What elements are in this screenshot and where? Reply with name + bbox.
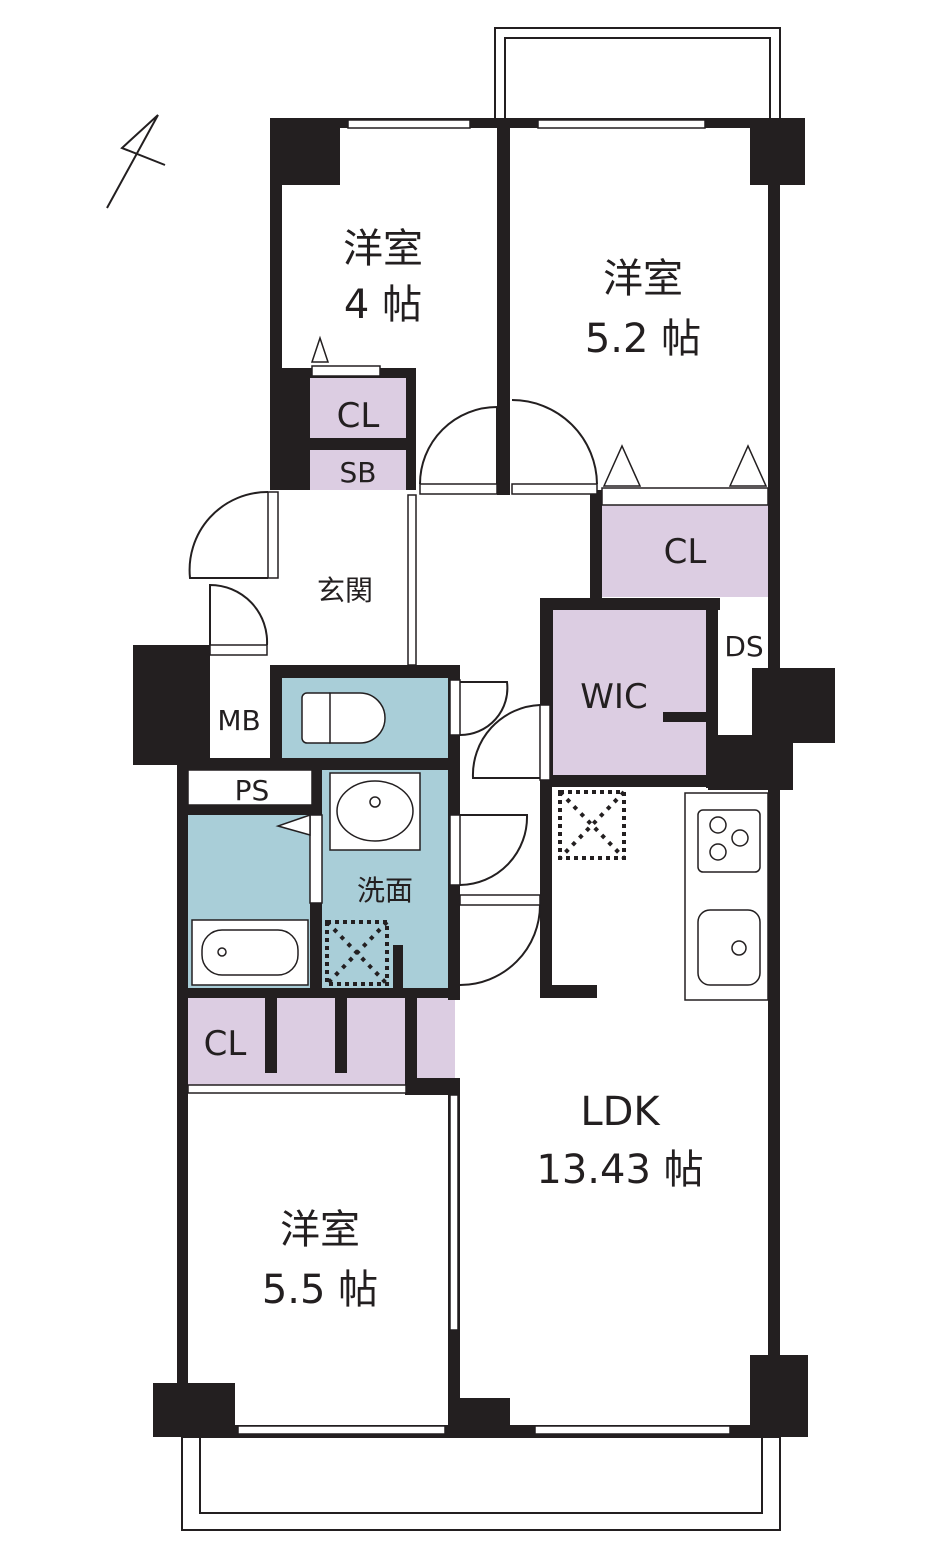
label-mb: MB: [217, 704, 260, 737]
windows: [187, 119, 769, 1435]
wall: [335, 998, 347, 1073]
wall: [405, 1078, 460, 1095]
window-or-door-leaf: [539, 704, 551, 781]
wall: [265, 998, 277, 1073]
wall: [270, 665, 455, 678]
ldk-door-swing: [459, 904, 541, 986]
refrigerator-space-icon: [558, 790, 626, 860]
wall: [393, 945, 403, 990]
north-arrow-icon: [106, 114, 166, 209]
balcony-top: [494, 27, 781, 121]
room-size-western-4: 4 帖: [344, 282, 422, 328]
window-or-door-leaf: [309, 814, 323, 904]
wall: [405, 998, 417, 1088]
washbasin-icon: [329, 772, 421, 851]
balcony-bottom: [181, 1436, 781, 1531]
label-cl-top: CL: [337, 396, 380, 436]
window-or-door-leaf: [267, 491, 279, 579]
wall: [188, 805, 312, 815]
kitchen-counter: [684, 792, 769, 1001]
window-or-door-leaf: [419, 483, 498, 495]
storage-areas: [188, 378, 768, 1085]
washer-pan-icon: [325, 920, 389, 986]
toilet-icon: [301, 692, 386, 744]
door-swing: [511, 399, 598, 485]
label-ps: PS: [235, 774, 270, 807]
room-size-western-52: 5.2 帖: [585, 316, 701, 362]
window-or-door-leaf: [449, 1094, 459, 1331]
wall: [177, 988, 460, 998]
pipe-space: [187, 769, 313, 806]
room-name-ldk: LDK: [580, 1089, 661, 1135]
wall: [312, 770, 322, 815]
wall: [497, 118, 510, 495]
wall: [270, 368, 310, 490]
toilet-door-swing: [459, 681, 509, 737]
washroom-door-swing: [459, 814, 529, 886]
bath-door-mark: [275, 813, 311, 836]
window-or-door-leaf: [537, 119, 706, 129]
window-or-door-leaf: [601, 487, 769, 506]
label-wic: WIC: [580, 677, 647, 717]
storage-area: [602, 505, 768, 597]
wall: [270, 665, 282, 760]
wic-door-swing: [471, 704, 541, 779]
window-or-door-leaf: [534, 1425, 731, 1435]
wall: [752, 668, 835, 743]
wall: [540, 598, 720, 610]
label-cl-bottom: CL: [204, 1024, 247, 1064]
label-cl-right: CL: [664, 532, 707, 572]
wall: [177, 765, 188, 1400]
wall: [177, 758, 460, 770]
label-sb: SB: [340, 456, 377, 489]
room-size-ldk: 13.43 帖: [536, 1147, 703, 1193]
storage-area: [310, 378, 406, 438]
label-washroom: 洗面: [357, 874, 413, 907]
mb-door-swing: [209, 583, 269, 646]
wall: [133, 645, 210, 765]
room-size-western-55: 5.5 帖: [262, 1267, 378, 1313]
wall: [663, 712, 706, 722]
window-or-door-leaf: [459, 894, 541, 906]
room-name-western-4: 洋室: [343, 226, 423, 272]
label-entrance: 玄関: [317, 574, 373, 607]
closet-door-marks: [310, 335, 768, 487]
wall: [406, 368, 416, 490]
storage-area: [553, 610, 706, 775]
window-or-door-leaf: [449, 679, 461, 736]
wall: [540, 985, 597, 998]
window-or-door-leaf: [209, 644, 268, 656]
window-or-door-leaf: [347, 119, 471, 129]
doors: [188, 335, 768, 986]
label-ds: DS: [724, 630, 763, 663]
door-swing: [419, 405, 498, 485]
storage-area: [310, 450, 406, 490]
entrance-door-swing: [188, 490, 269, 579]
window-or-door-leaf: [187, 1084, 407, 1094]
wall: [708, 735, 793, 790]
stove-icon: [697, 809, 761, 873]
room-name-western-55: 洋室: [280, 1207, 360, 1253]
bathtub-icon: [191, 919, 309, 986]
window-or-door-leaf: [449, 814, 461, 886]
wall: [310, 438, 406, 450]
window-or-door-leaf: [311, 365, 381, 377]
wall: [540, 775, 715, 787]
window-or-door-leaf: [511, 483, 598, 495]
wall: [590, 490, 602, 600]
sink-icon: [697, 909, 761, 986]
window-or-door-leaf: [407, 494, 417, 666]
wall: [750, 1355, 808, 1437]
room-name-western-52: 洋室: [603, 256, 683, 302]
wall: [540, 785, 552, 998]
window-or-door-leaf: [237, 1425, 446, 1435]
